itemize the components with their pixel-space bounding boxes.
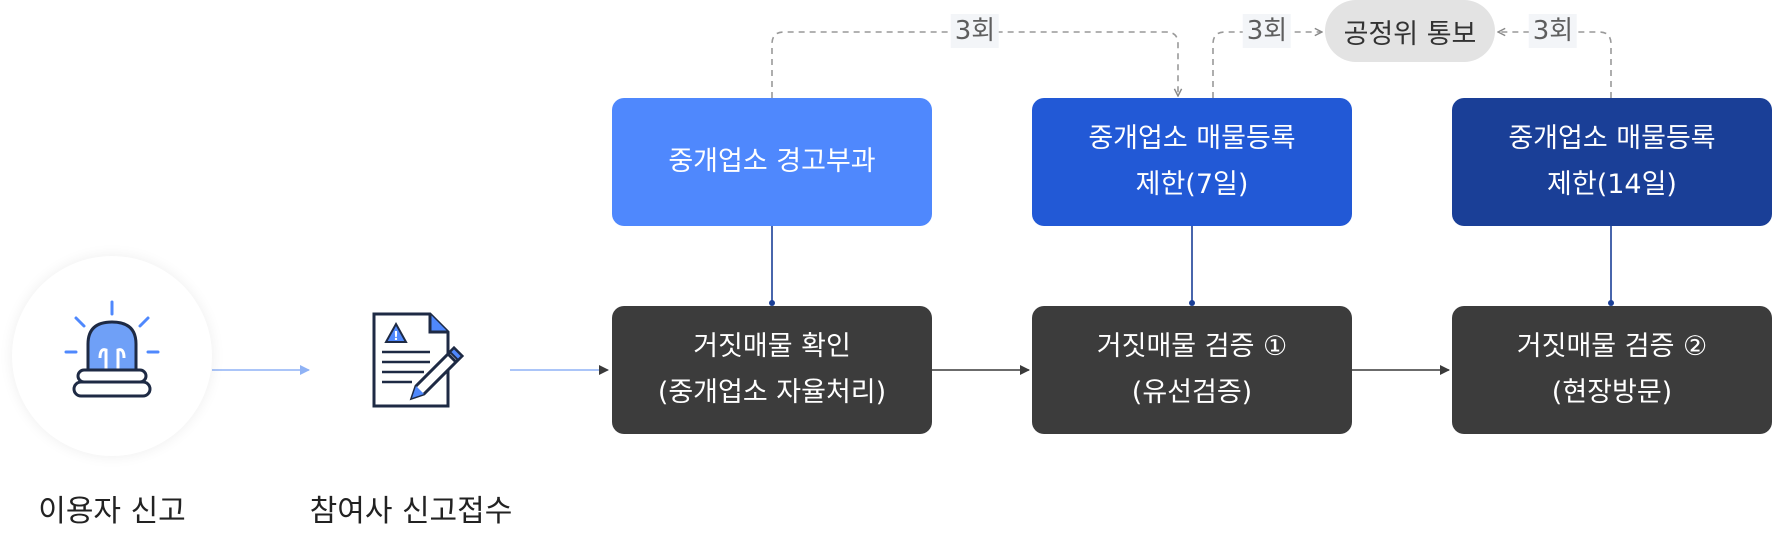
- restrict7-box: 중개업소 매물등록 제한(7일): [1032, 98, 1352, 226]
- warning-box: 중개업소 경고부과: [612, 98, 932, 226]
- restrict14-box: 중개업소 매물등록 제한(14일): [1452, 98, 1772, 226]
- link-dot: [769, 300, 775, 306]
- ftc-notify-badge: 공정위 통보: [1325, 0, 1495, 62]
- verify1-label-line1: 거짓매물 검증 ①: [1096, 331, 1288, 362]
- verify1-box: 거짓매물 검증 ① (유선검증): [1032, 306, 1352, 434]
- restrict14-label-line1: 중개업소 매물등록: [1508, 123, 1716, 154]
- confirm-label-line1: 거짓매물 확인: [693, 331, 851, 362]
- restrict14-label-line2: 제한(14일): [1547, 169, 1677, 200]
- verify2-label-line2: (현장방문): [1551, 377, 1673, 408]
- confirm-box: 거짓매물 확인 (중개업소 자율처리): [612, 306, 932, 434]
- verify2-box: 거짓매물 검증 ② (현장방문): [1452, 306, 1772, 434]
- partner-receipt-caption: 참여사 신고접수: [309, 494, 513, 529]
- user-report-caption: 이용자 신고: [38, 494, 186, 529]
- verify1-label-line2: (유선검증): [1131, 377, 1253, 408]
- escalation-count-3: 3회: [1528, 14, 1578, 48]
- restrict7-label-line2: 제한(7일): [1135, 169, 1249, 200]
- escalation-count-1: 3회: [950, 14, 1000, 48]
- escalation-count-2: 3회: [1242, 14, 1292, 48]
- confirm-label-line2: (중개업소 자율처리): [657, 377, 887, 408]
- warning-label: 중개업소 경고부과: [668, 146, 876, 177]
- restrict7-label-line1: 중개업소 매물등록: [1088, 123, 1296, 154]
- report-document-icon: !: [372, 312, 465, 408]
- alarm-siren-icon: [64, 300, 160, 398]
- verify2-label-line1: 거짓매물 검증 ②: [1516, 331, 1708, 362]
- link-dot: [1189, 300, 1195, 306]
- link-dot: [1608, 300, 1614, 306]
- svg-text:!: !: [393, 329, 398, 343]
